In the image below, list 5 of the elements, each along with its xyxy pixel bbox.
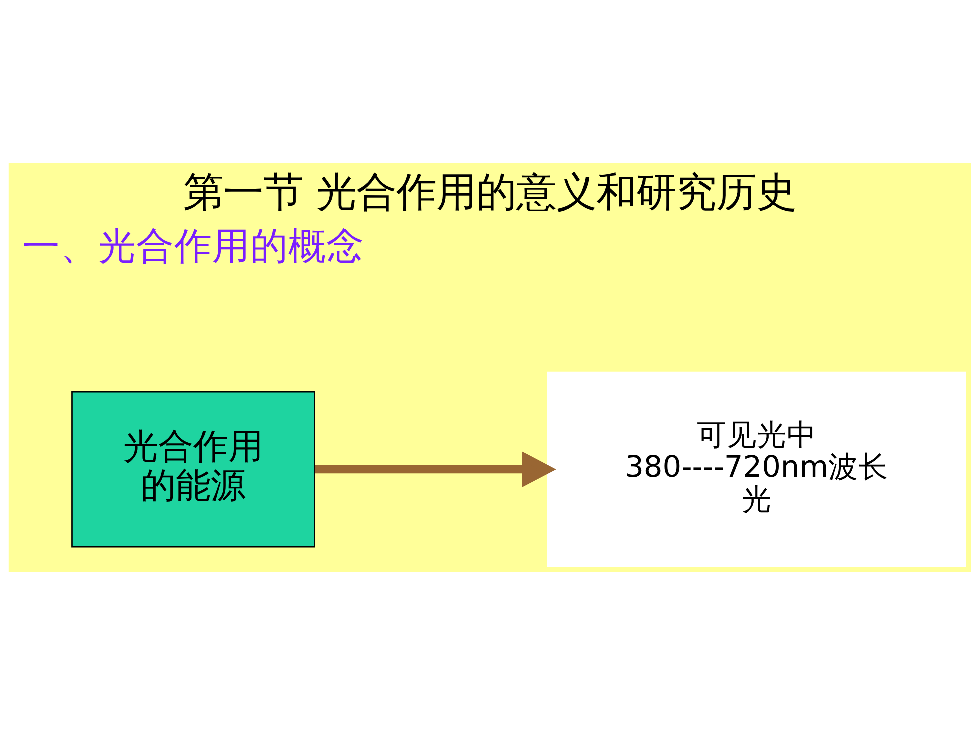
node-box: 光合作用的能源 xyxy=(72,391,316,548)
diagram-title: 第一节 光合作用的意义和研究历史 xyxy=(184,168,796,216)
arrow xyxy=(315,452,556,488)
label: 一、光合作用的概念 xyxy=(22,224,365,268)
node-box: 可见光中 380----720nm波长光 xyxy=(547,372,966,568)
